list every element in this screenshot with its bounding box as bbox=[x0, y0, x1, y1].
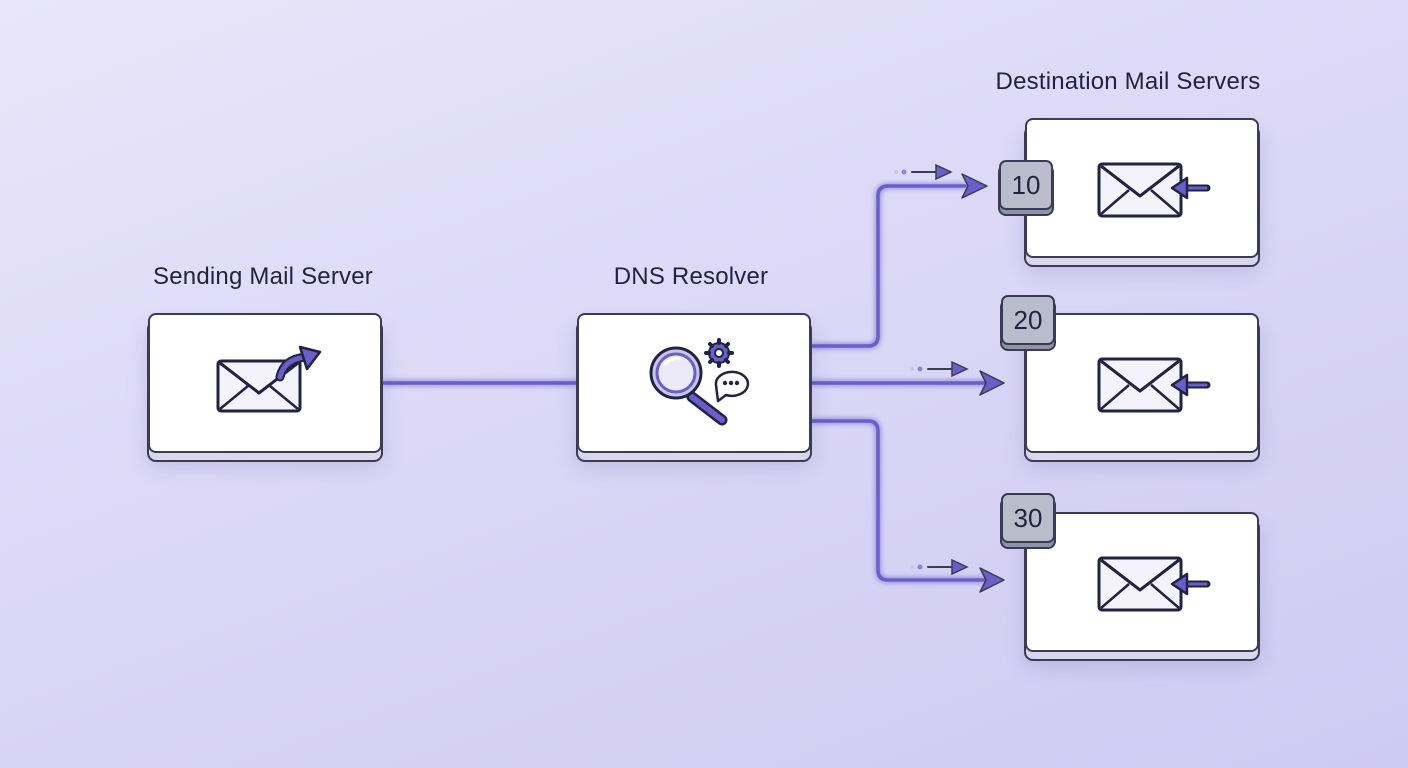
envelope-receive-icon bbox=[1097, 357, 1211, 413]
sender-label: Sending Mail Server bbox=[153, 263, 373, 290]
destination-server-1-box[interactable] bbox=[1025, 118, 1259, 258]
envelope-receive-icon bbox=[1097, 162, 1211, 218]
motion-arrow-20 bbox=[910, 360, 969, 378]
arrowhead-30 bbox=[979, 567, 1005, 593]
destination-server-2-box[interactable] bbox=[1025, 313, 1259, 453]
envelope-receive-icon bbox=[1097, 556, 1211, 612]
resolver-label: DNS Resolver bbox=[613, 263, 769, 290]
priority-badge-10: 10 bbox=[999, 160, 1053, 210]
dns-resolver-box[interactable] bbox=[577, 313, 811, 453]
priority-badge-30: 30 bbox=[1001, 493, 1055, 543]
destination-server-3-box[interactable] bbox=[1025, 512, 1259, 652]
route-line-30 bbox=[810, 419, 987, 582]
motion-arrow-30 bbox=[910, 558, 969, 576]
destinations-heading: Destination Mail Servers bbox=[995, 68, 1261, 95]
motion-arrow-10 bbox=[894, 163, 953, 181]
arrowhead-10 bbox=[961, 173, 988, 199]
sending-mail-server-box[interactable] bbox=[148, 313, 382, 453]
arrowhead-20 bbox=[979, 370, 1005, 396]
priority-badge-20: 20 bbox=[1001, 295, 1055, 345]
magnifier-gear-chat-icon bbox=[649, 338, 750, 426]
route-line-10 bbox=[810, 184, 967, 348]
envelope-send-icon bbox=[216, 345, 322, 413]
